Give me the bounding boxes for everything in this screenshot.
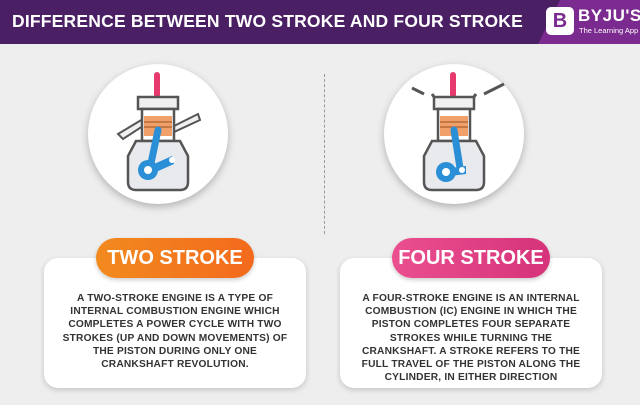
four-stroke-engine-icon	[411, 72, 505, 192]
byjus-logo[interactable]: B BYJU'S The Learning App	[546, 5, 640, 39]
two-stroke-description: A TWO-STROKE ENGINE IS A TYPE OF INTERNA…	[62, 293, 288, 371]
four-stroke-label: FOUR STROKE	[392, 238, 550, 278]
header-background	[0, 0, 640, 44]
two-stroke-label: TWO STROKE	[96, 238, 254, 278]
two-stroke-engine-icon	[116, 72, 202, 192]
page-title: DIFFERENCE BETWEEN TWO STROKE AND FOUR S…	[12, 11, 523, 31]
logo-letter: B	[552, 10, 568, 32]
byjus-logo-icon: B	[546, 7, 574, 35]
header-banner: DIFFERENCE BETWEEN TWO STROKE AND FOUR S…	[0, 0, 640, 44]
center-divider	[324, 74, 325, 234]
four-stroke-card: A FOUR-STROKE ENGINE IS AN INTERNAL COMB…	[340, 258, 602, 388]
two-stroke-card: A TWO-STROKE ENGINE IS A TYPE OF INTERNA…	[44, 258, 306, 388]
two-stroke-illustration	[88, 64, 228, 204]
logo-tagline: The Learning App	[579, 26, 639, 35]
logo-name: BYJU'S	[578, 6, 640, 25]
four-stroke-description: A FOUR-STROKE ENGINE IS AN INTERNAL COMB…	[361, 293, 581, 384]
four-stroke-illustration	[384, 64, 524, 204]
